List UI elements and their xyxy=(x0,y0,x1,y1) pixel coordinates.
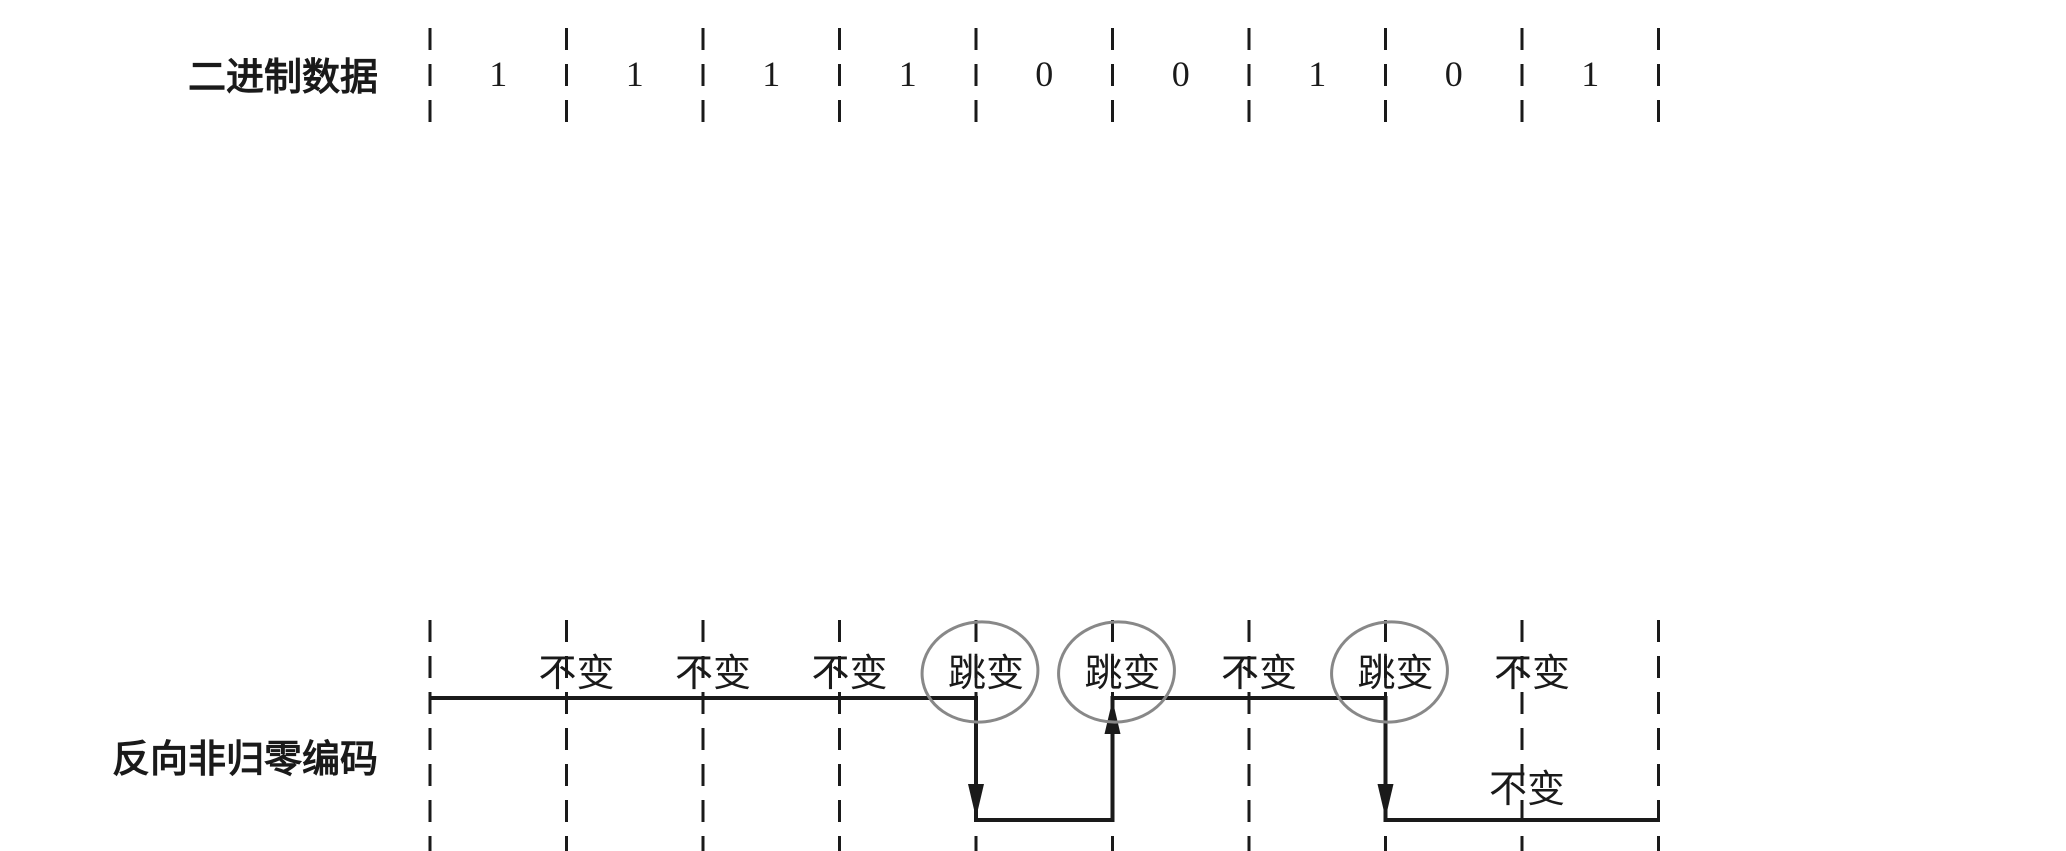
handwritten-circles xyxy=(920,620,1449,724)
bit-value: 1 xyxy=(762,54,781,94)
up-arrow-icon xyxy=(1104,700,1121,734)
nrzi-encoding-label: 反向非归零编码 xyxy=(111,736,378,781)
bit-value: 1 xyxy=(1308,54,1327,94)
bit-value: 0 xyxy=(1171,54,1190,94)
bit-value: 1 xyxy=(489,54,508,94)
transition-note: 跳变 xyxy=(1357,651,1434,695)
transition-arrows xyxy=(968,700,1394,818)
transition-note: 跳变 xyxy=(1084,651,1161,695)
bit-value: 0 xyxy=(1035,54,1054,94)
down-arrow-icon xyxy=(1377,784,1394,818)
hand-drawn-circle xyxy=(920,620,1040,724)
hand-drawn-circle xyxy=(1330,620,1449,724)
bit-value: 0 xyxy=(1444,54,1463,94)
binary-data-grid xyxy=(428,28,1660,126)
binary-data-label: 二进制数据 xyxy=(187,54,378,99)
transition-note: 不变 xyxy=(811,651,888,695)
signal-line xyxy=(430,696,1659,822)
transition-note-final: 不变 xyxy=(1488,767,1566,811)
transition-note: 不变 xyxy=(538,651,615,695)
down-arrow-icon xyxy=(968,784,984,818)
transition-note: 跳变 xyxy=(947,651,1025,695)
nrzi-waveform xyxy=(430,696,1659,822)
transition-note: 不变 xyxy=(1220,651,1298,695)
transition-note: 不变 xyxy=(1493,651,1571,695)
hand-drawn-circle xyxy=(1057,620,1176,724)
bit-value: 1 xyxy=(898,54,917,94)
transition-note: 不变 xyxy=(674,651,752,695)
bit-value: 1 xyxy=(625,54,644,94)
bit-value: 1 xyxy=(1581,54,1600,94)
